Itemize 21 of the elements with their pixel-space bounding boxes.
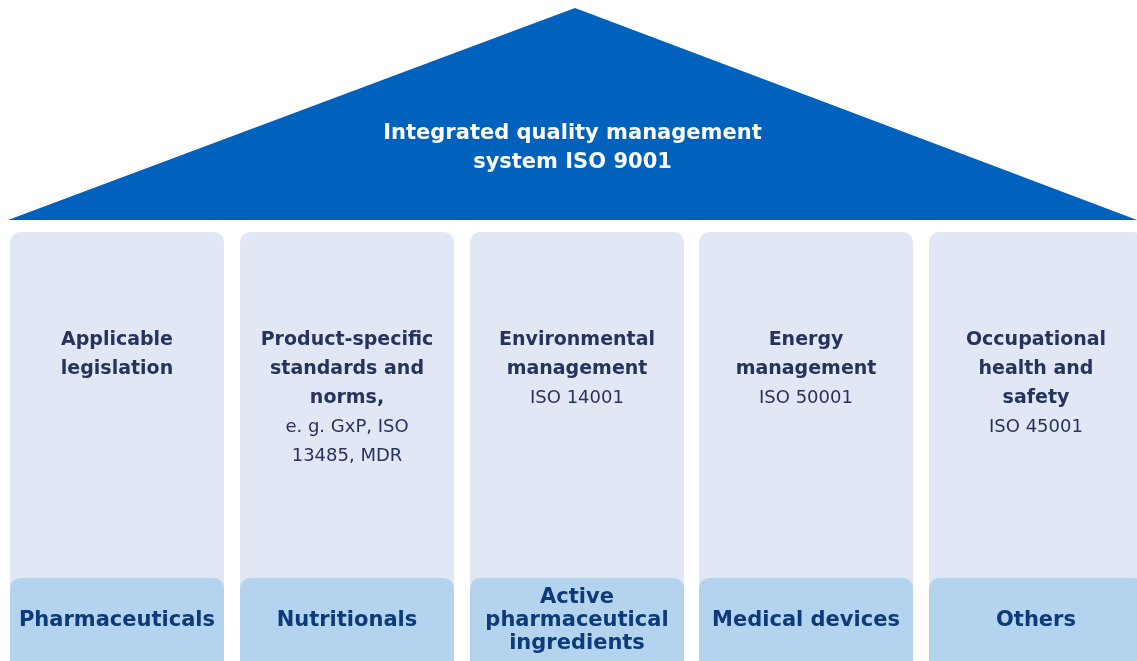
pillar-heading: Energy management: [735, 327, 877, 378]
pillar-panel: [699, 232, 913, 661]
roof-banner: [8, 8, 1137, 220]
pillar-heading: Environmental management: [499, 327, 655, 378]
standard-text: ISO 45001: [988, 414, 1084, 438]
category-band: Active pharmaceutical ingredients: [470, 578, 684, 661]
pillar-panel: [470, 232, 684, 661]
standard-text: ISO 50001: [758, 385, 854, 409]
pillar-panel: [929, 232, 1137, 661]
category-band: Nutritionals: [240, 578, 454, 661]
roof-title: Integrated quality management system ISO 9001: [382, 119, 763, 175]
pillar-heading: Product-specific standards and norms,: [260, 327, 434, 407]
category-band: Others: [929, 578, 1137, 661]
standard-text: e. g. GxP, ISO 13485, MDR: [284, 414, 410, 467]
pillar-heading: Applicable legislation: [60, 327, 174, 378]
pillar-heading: Occupational health and safety: [965, 327, 1107, 407]
pillar-panel: [10, 232, 224, 661]
standard-text: ISO 14001: [529, 385, 625, 409]
category-band: Pharmaceuticals: [10, 578, 224, 661]
pillar-panel: [240, 232, 454, 661]
category-band: Medical devices: [699, 578, 913, 661]
